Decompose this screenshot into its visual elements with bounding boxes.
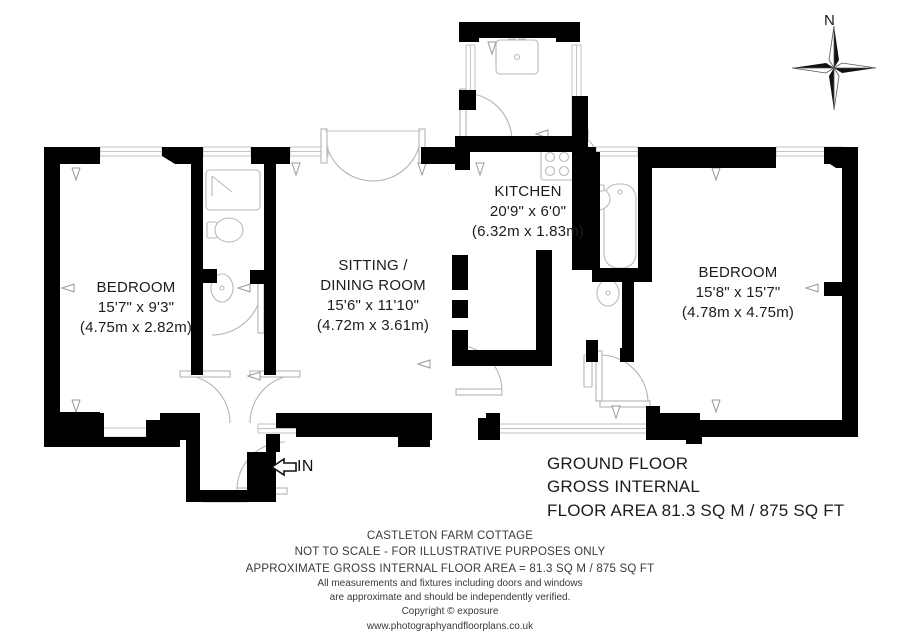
room-name: BEDROOM bbox=[698, 264, 778, 281]
room-dimensions-metric: (4.72m x 3.61m) bbox=[316, 316, 430, 334]
entrance-in-label: IN bbox=[297, 458, 314, 475]
floor-summary: GROUND FLOOR GROSS INTERNAL FLOOR AREA 8… bbox=[547, 452, 844, 522]
disclaimer-copyright: Copyright © exposure bbox=[401, 606, 499, 618]
room-name-line1: SITTING / bbox=[338, 257, 408, 274]
disclaimer-area: APPROXIMATE GROSS INTERNAL FLOOR AREA = … bbox=[245, 562, 655, 575]
room-dimensions-imperial: 15'6" x 11'10" bbox=[326, 296, 420, 314]
room-name-line2: DINING ROOM bbox=[320, 276, 426, 294]
disclaimer-block: CASTLETON FARM COTTAGE NOT TO SCALE - FO… bbox=[0, 528, 900, 634]
room-name: BEDROOM bbox=[96, 279, 176, 296]
room-dimensions-metric: (4.78m x 4.75m) bbox=[681, 303, 795, 321]
compass-rose-icon bbox=[791, 25, 877, 111]
room-label-bedroom-right: BEDROOM 15'8" x 15'7" (4.78m x 4.75m) bbox=[648, 263, 828, 323]
disclaimer-scale: NOT TO SCALE - FOR ILLUSTRATIVE PURPOSES… bbox=[294, 546, 606, 559]
room-dimensions-imperial: 15'8" x 15'7" bbox=[695, 283, 781, 301]
room-dimensions-metric: (6.32m x 1.83m) bbox=[471, 222, 585, 240]
disclaimer-title: CASTLETON FARM COTTAGE bbox=[366, 530, 534, 542]
disclaimer-note-2: are approximate and should be independen… bbox=[329, 592, 571, 604]
room-label-kitchen: KITCHEN 20'9" x 6'0" (6.32m x 1.83m) bbox=[438, 182, 618, 242]
room-label-bedroom-left: BEDROOM 15'7" x 9'3" (4.75m x 2.82m) bbox=[36, 278, 236, 338]
room-dimensions-metric: (4.75m x 2.82m) bbox=[79, 318, 193, 336]
room-label-sitting-dining-room: SITTING / DINING ROOM 15'6" x 11'10" (4.… bbox=[288, 256, 458, 336]
disclaimer-url: www.photographyandfloorplans.co.uk bbox=[366, 620, 534, 632]
floor-summary-line3: FLOOR AREA 81.3 SQ M / 875 SQ FT bbox=[547, 500, 845, 520]
room-dimensions-imperial: 15'7" x 9'3" bbox=[97, 298, 175, 316]
disclaimer-note-1: All measurements and fixtures including … bbox=[317, 577, 583, 589]
walls-group bbox=[44, 22, 858, 502]
compass-north-label: N bbox=[824, 12, 835, 29]
room-name: KITCHEN bbox=[494, 183, 562, 200]
floor-summary-line1: GROUND FLOOR bbox=[547, 454, 689, 473]
floor-summary-line2: GROSS INTERNAL bbox=[547, 477, 700, 497]
room-dimensions-imperial: 20'9" x 6'0" bbox=[489, 202, 567, 220]
arrow-left-icon bbox=[270, 457, 297, 477]
radiator-ticks-group bbox=[60, 41, 819, 420]
